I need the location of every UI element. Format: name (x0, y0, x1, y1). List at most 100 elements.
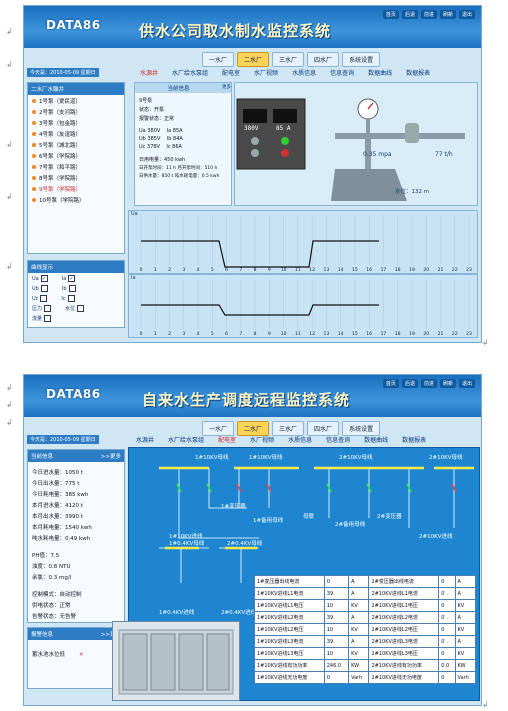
table-cell: 0 (438, 623, 456, 636)
table-cell: 1#变压器出线电流 (254, 575, 325, 588)
stat-line: 今日进水量：1050 t (32, 469, 83, 476)
back-link[interactable]: 后退 (401, 10, 418, 19)
menu-curves[interactable]: 数据曲线 (368, 70, 393, 77)
menu-query[interactable]: 信息查询 (326, 437, 351, 444)
tab-settings[interactable]: 系统设置 (342, 52, 381, 67)
x-tick-label: 8 (254, 331, 257, 337)
x-tick-label: 19 (409, 267, 415, 273)
tab-plant-1[interactable]: 一水厂 (202, 421, 235, 436)
refresh-link[interactable]: 刷新 (439, 379, 456, 388)
pump-station-graphic (236, 98, 465, 201)
pump-item[interactable]: 5号泵（城北路） (28, 139, 124, 150)
curve-option[interactable]: 水位 (65, 304, 85, 312)
tab-plant-2[interactable]: 二水厂 (237, 421, 270, 436)
intake-monitor-screen: DATA86 供水公司取水制水监控系统 首页 后退 前进 刷新 退出 一水厂 二… (23, 5, 482, 343)
home-link[interactable]: 首页 (382, 10, 399, 19)
curve-option[interactable]: 流量 (32, 314, 52, 322)
pump-item[interactable]: 2号泵（支河路） (28, 106, 124, 117)
menu-video[interactable]: 水厂视频 (250, 437, 275, 444)
menu-source-well[interactable]: 水源井 (136, 437, 155, 444)
menu-pump-group[interactable]: 水厂给水泵组 (172, 70, 209, 77)
x-tick-label: 17 (381, 331, 387, 337)
stat-line: 今日耗电量：385 kwh (32, 491, 89, 498)
curve-option[interactable]: Ib (62, 284, 76, 292)
x-tick-label: 1 (154, 331, 157, 337)
curve-option[interactable]: Ua✓ (32, 274, 48, 282)
curve-option[interactable]: Ic (61, 294, 75, 302)
back-link[interactable]: 后退 (401, 379, 418, 388)
top-links: 首页 后退 前进 刷新 退出 (382, 379, 475, 388)
x-tick-label: 11 (295, 331, 301, 337)
table-cell: 2#10KV进线L3电压 (368, 647, 440, 660)
more-link[interactable]: 更多 (222, 85, 231, 90)
menu-video[interactable]: 水厂视频 (254, 70, 279, 77)
menu-pump-group[interactable]: 水厂给水泵组 (168, 437, 205, 444)
table-cell: KV (454, 647, 477, 660)
pump-item-selected[interactable]: 9号泵（学院路） (28, 183, 124, 194)
tab-settings[interactable]: 系统设置 (342, 421, 381, 436)
x-tick-label: 6 (225, 331, 228, 337)
transformer-label: 1#变压器 (221, 504, 246, 510)
tab-plant-4[interactable]: 四水厂 (307, 421, 340, 436)
menu-water-quality[interactable]: 水质信息 (288, 437, 313, 444)
x-tick-label: 0 (140, 267, 143, 273)
table-cell: 0 (438, 599, 456, 612)
close-icon[interactable]: ✕ (79, 651, 84, 658)
table-cell: 2#10KV进线L1电压 (368, 599, 440, 612)
exit-link[interactable]: 退出 (458, 379, 475, 388)
pump-item[interactable]: 4号泵（友谊路） (28, 128, 124, 139)
x-tick-label: 22 (452, 267, 458, 273)
menu-water-quality[interactable]: 水质信息 (292, 70, 317, 77)
curve-option[interactable]: 压力 (32, 304, 52, 312)
tab-plant-1[interactable]: 一水厂 (202, 52, 235, 67)
curve-option[interactable]: Ia✓ (61, 274, 76, 282)
home-link[interactable]: 首页 (382, 379, 399, 388)
module-menu: 水源井 水厂给水泵组 配电室 水厂视频 水质信息 信息查询 数据曲线 数据报表 (136, 435, 426, 444)
table-cell: 0 (438, 575, 456, 588)
x-tick-label: 19 (409, 331, 415, 337)
x-tick-label: 0 (140, 331, 143, 337)
curve-option[interactable]: Ub (32, 284, 48, 292)
daily-power: 日用电量：450 kwh (139, 157, 186, 163)
menu-query[interactable]: 信息查询 (330, 70, 355, 77)
alarm-panel: 报警信息>>更多 蓄水池水位低✕ (27, 627, 125, 689)
pump-item[interactable]: 7号泵（和平路） (28, 161, 124, 172)
tab-plant-3[interactable]: 三水厂 (272, 421, 305, 436)
menu-source-well[interactable]: 水源井 (140, 70, 159, 77)
pump-item[interactable]: 8号泵（学院路） (28, 172, 124, 183)
pump-item[interactable]: 10号泵（学院路） (28, 194, 124, 205)
pump-item[interactable]: 3号泵（包金路） (28, 117, 124, 128)
daily-water: 日供水量：850 t 吨水耗电量：0.5 kwh (139, 174, 220, 179)
menu-curves[interactable]: 数据曲线 (364, 437, 389, 444)
tab-plant-4[interactable]: 四水厂 (307, 52, 340, 67)
bus-label: 2#10KV母线 (429, 455, 463, 461)
info-panel-title: 当前信息 (31, 454, 54, 460)
forward-link[interactable]: 前进 (420, 10, 437, 19)
tab-plant-2[interactable]: 二水厂 (237, 52, 270, 67)
table-cell: 2#变压器出线电流 (368, 575, 440, 588)
menu-power-room[interactable]: 配电室 (218, 437, 237, 444)
refresh-link[interactable]: 刷新 (439, 10, 456, 19)
curve-option[interactable]: Uc (32, 294, 48, 302)
status-dot-icon (32, 142, 36, 147)
alarm-more-link[interactable]: >>更多 (100, 632, 121, 638)
spare-bus-label: 1#备用母线 (253, 518, 284, 524)
menu-power-room[interactable]: 配电室 (222, 70, 241, 77)
paragraph-mark: ↲ (6, 383, 13, 392)
tab-plant-3[interactable]: 三水厂 (272, 52, 305, 67)
table-cell: 0 (323, 671, 350, 684)
info-more-link[interactable]: >>更多 (100, 454, 121, 460)
forward-link[interactable]: 前进 (420, 379, 437, 388)
table-cell: A (454, 611, 477, 624)
x-tick-label: 5 (211, 331, 214, 337)
menu-reports[interactable]: 数据报表 (406, 70, 431, 77)
x-tick-label: 11 (295, 267, 301, 273)
pump-item[interactable]: 6号泵（学院路） (28, 150, 124, 161)
pump-item[interactable]: 1号泵（爱民道） (28, 95, 124, 106)
quality-line: PH值：7.5 (32, 552, 60, 559)
exit-link[interactable]: 退出 (458, 10, 475, 19)
menu-reports[interactable]: 数据报表 (402, 437, 427, 444)
